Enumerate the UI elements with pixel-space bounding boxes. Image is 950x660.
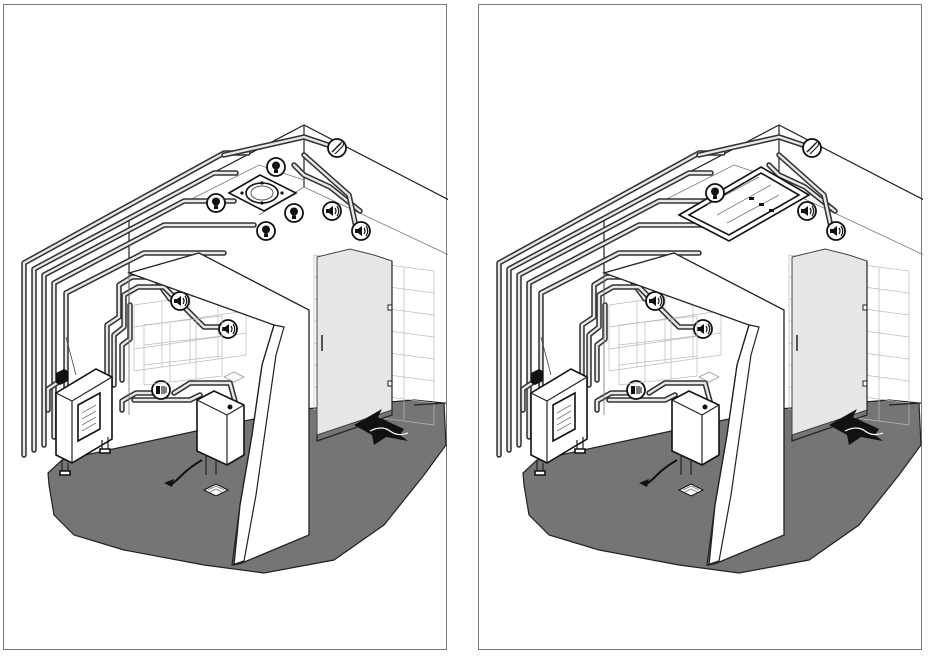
- sensor-icon: [803, 139, 821, 157]
- lightbulb-icon: [706, 184, 724, 202]
- lightbulb-icon: [207, 194, 225, 212]
- diagram-svg-left: [4, 5, 448, 651]
- diagram-svg-right: [479, 5, 923, 651]
- sensor-icon: [328, 139, 346, 157]
- speaker-icon: [798, 202, 816, 220]
- glass-door: [792, 249, 867, 441]
- lightbulb-icon: [267, 158, 285, 176]
- lightbulb-icon: [285, 204, 303, 222]
- scene-right: [499, 125, 923, 573]
- cable-to-sensor: [699, 137, 809, 155]
- speaker-icon: [323, 202, 341, 220]
- door-frame: [392, 261, 446, 410]
- scene-left: [24, 125, 448, 573]
- speaker-icon: [827, 222, 845, 240]
- glass-door: [317, 249, 392, 441]
- round-ceiling-fitting: [229, 175, 296, 211]
- lightbulb-icon: [257, 222, 275, 240]
- speaker-icon: [171, 292, 189, 310]
- installation-diagram-right: [478, 4, 922, 650]
- installation-diagram-left: [3, 4, 447, 650]
- cable-to-sensor: [224, 137, 334, 155]
- speaker-icon: [352, 222, 370, 240]
- speaker-icon: [646, 292, 664, 310]
- door-frame: [867, 261, 921, 410]
